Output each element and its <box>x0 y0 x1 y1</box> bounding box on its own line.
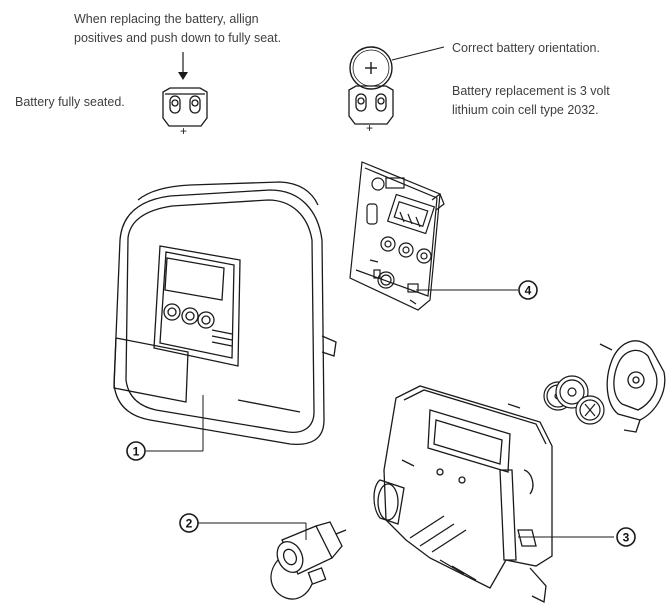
battery-holder-seated-icon <box>162 87 208 127</box>
battery-holder-empty-icon <box>348 85 394 125</box>
orientation-leader-line <box>391 46 445 61</box>
orientation-note: Correct battery orientation. <box>452 41 600 55</box>
coin-cell-battery-icon <box>349 46 393 90</box>
replacement-note-line2: lithium coin cell type 2032. <box>452 103 599 117</box>
replacement-note-line1: Battery replacement is 3 volt <box>452 84 610 98</box>
callout-2-label: 2 <box>186 517 193 531</box>
callout-3-badge: 3 <box>616 527 636 547</box>
replace-instruction-line1: When replacing the battery, allign <box>74 12 259 26</box>
callout-4-label: 4 <box>525 284 532 298</box>
valve-frame-icon <box>373 385 553 603</box>
gear-cover-icon <box>599 340 666 433</box>
callout-3-label: 3 <box>623 531 630 545</box>
valve-cover-icon <box>113 181 337 446</box>
callout-1-label: 1 <box>133 445 140 459</box>
callout-2-badge: 2 <box>179 513 199 533</box>
drive-motor-icon <box>270 521 347 600</box>
drive-gears-icon <box>543 375 605 425</box>
circuit-board-icon <box>349 161 445 311</box>
replace-instruction-line2: positives and push down to fully seat. <box>74 31 282 45</box>
callout-4-badge: 4 <box>518 280 538 300</box>
holder-plus-sign: + <box>180 124 187 138</box>
fully-seated-note: Battery fully seated. <box>15 95 125 109</box>
callout-1-badge: 1 <box>126 441 146 461</box>
holder-plus-sign-right: + <box>366 121 373 135</box>
insert-arrow-icon <box>178 52 188 80</box>
